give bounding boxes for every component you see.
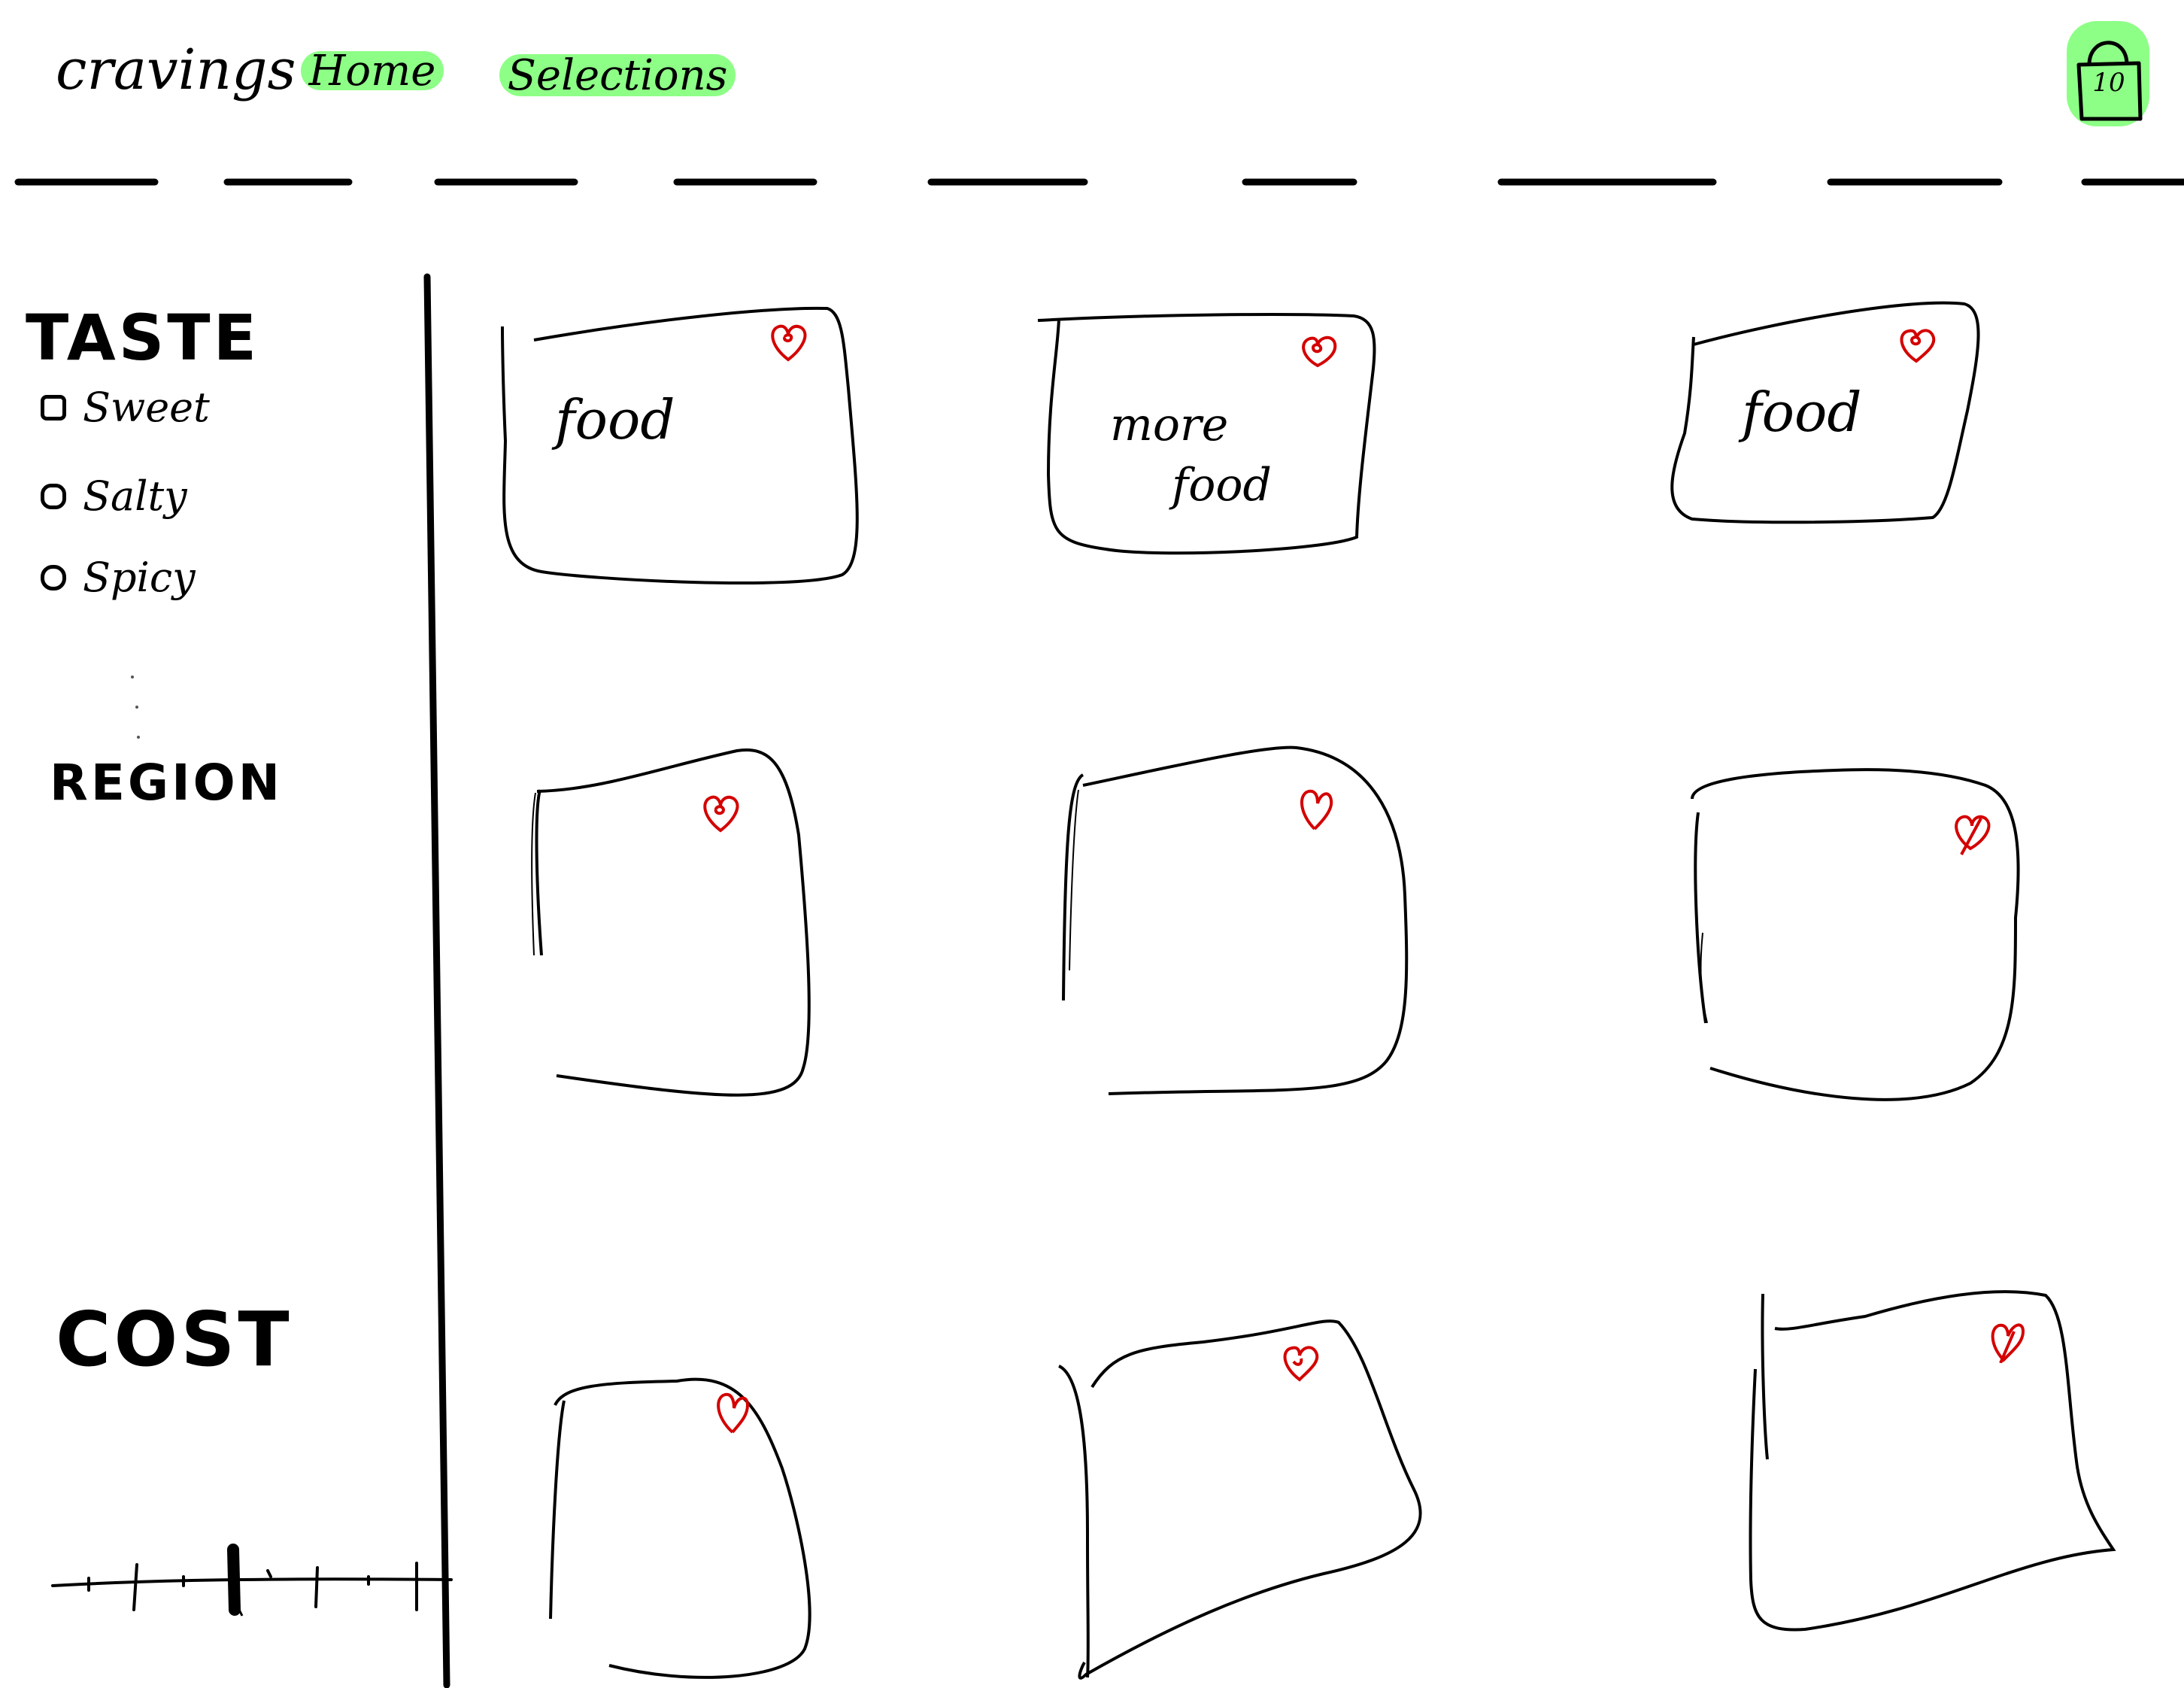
cart-lock-button[interactable]: 10 xyxy=(2067,21,2149,126)
card-outline xyxy=(501,306,859,585)
food-card[interactable]: more food xyxy=(1037,308,1384,561)
card-title-line1: more xyxy=(1110,399,1229,451)
card-outline xyxy=(1057,1319,1422,1680)
checkbox[interactable] xyxy=(41,564,66,590)
card-outline xyxy=(1670,301,1980,524)
header-divider xyxy=(14,178,2184,186)
sidebar-divider xyxy=(423,273,450,1688)
favorite-heart-icon[interactable] xyxy=(1297,331,1339,376)
taste-option-label: Sweet xyxy=(83,384,210,431)
food-card[interactable] xyxy=(1056,745,1417,1106)
taste-option-label: Spicy xyxy=(83,554,196,601)
taste-option-label: Salty xyxy=(83,472,187,520)
card-outline xyxy=(1749,1290,2116,1632)
app-logo[interactable]: cravings xyxy=(56,38,296,102)
region-filter-title: REGION xyxy=(50,754,283,812)
card-outline xyxy=(549,1377,811,1679)
slider-thumb[interactable] xyxy=(227,1544,244,1617)
food-card[interactable]: food xyxy=(1670,298,1985,531)
card-outline xyxy=(1062,745,1409,1095)
favorite-heart-icon[interactable] xyxy=(1987,1318,2029,1363)
lock-icon xyxy=(2067,21,2149,126)
checkbox[interactable] xyxy=(41,394,66,420)
favorite-heart-icon[interactable] xyxy=(1295,787,1337,832)
card-outline xyxy=(1037,313,1376,555)
card-outline xyxy=(531,748,811,1097)
cost-filter-title: COST xyxy=(56,1295,293,1383)
more-options-ellipsis-icon xyxy=(131,676,140,739)
checkbox[interactable] xyxy=(41,483,66,509)
nav-selections-button[interactable]: Selections xyxy=(499,51,736,100)
card-title: food xyxy=(1742,381,1862,444)
taste-option-sweet[interactable]: Sweet xyxy=(41,384,210,431)
food-card[interactable] xyxy=(1685,767,2031,1113)
cost-range-slider[interactable] xyxy=(45,1535,459,1625)
favorite-heart-icon[interactable] xyxy=(1895,323,1937,369)
taste-filter-title: TASTE xyxy=(26,301,259,375)
card-title: food xyxy=(555,388,675,451)
food-card[interactable] xyxy=(541,1363,827,1679)
card-outline xyxy=(1691,768,2020,1101)
favorite-heart-icon[interactable] xyxy=(699,791,742,836)
food-card[interactable]: food xyxy=(496,298,859,585)
food-card[interactable] xyxy=(526,745,812,1106)
favorite-heart-icon[interactable] xyxy=(711,1390,754,1435)
nav-home-button[interactable]: Home xyxy=(301,47,444,96)
favorite-heart-icon[interactable] xyxy=(1279,1340,1321,1386)
card-title-line2: food xyxy=(1172,459,1272,512)
food-card[interactable] xyxy=(1745,1279,2121,1640)
cart-count-badge: 10 xyxy=(2092,68,2125,98)
favorite-heart-icon[interactable] xyxy=(1951,811,1993,856)
favorite-heart-icon[interactable] xyxy=(767,320,809,366)
taste-option-salty[interactable]: Salty xyxy=(41,472,187,520)
food-card[interactable] xyxy=(1053,1309,1429,1685)
taste-option-spicy[interactable]: Spicy xyxy=(41,554,196,601)
